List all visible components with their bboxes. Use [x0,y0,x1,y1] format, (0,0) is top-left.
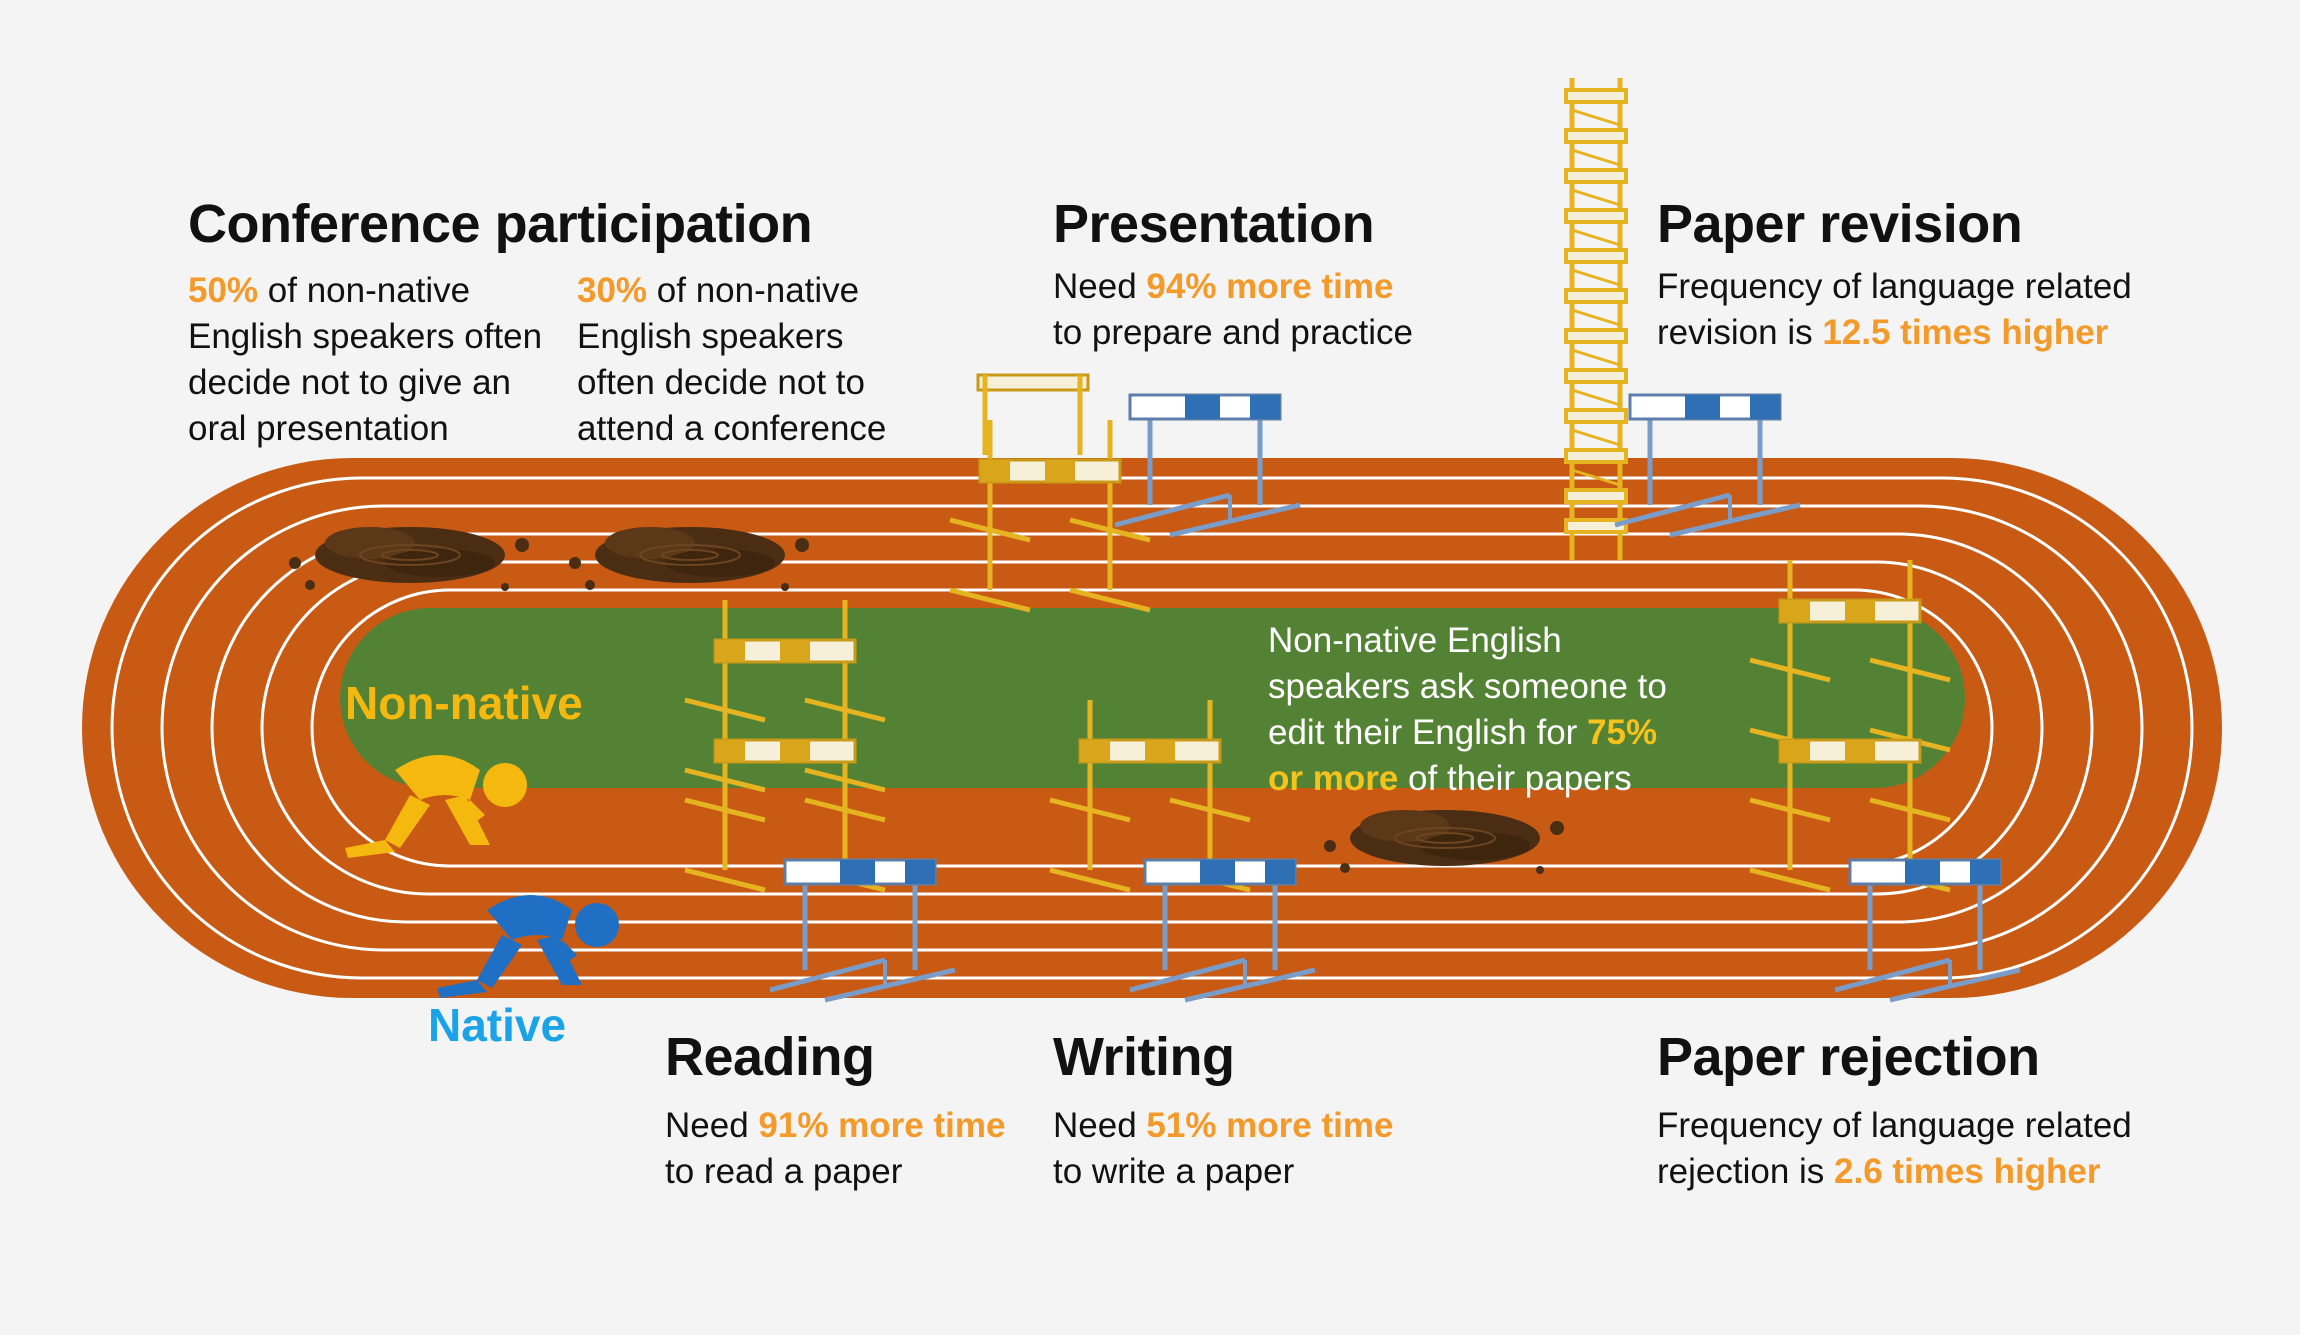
revision-line1: Frequency of language related [1657,267,2132,306]
lane-line [160,504,2144,952]
reading-line2: to read a paper [665,1152,903,1191]
runner-icon [345,755,527,858]
presentation-line2: to prepare and practice [1053,313,1413,352]
presentation-stat: 94% more time [1146,267,1394,306]
rejection-stat: 2.6 times higher [1834,1152,2101,1191]
editing-stat-cont: or more [1268,759,1399,798]
revision-stat: 12.5 times higher [1822,313,2109,352]
conference-col2-line: often decide not to [577,363,865,402]
revision-heading: Paper revision [1657,194,2023,254]
lane-line [260,560,2044,896]
non-native-label: Non-native [345,677,583,729]
revision-text: revision is [1657,313,1823,352]
writing-line2: to write a paper [1053,1152,1295,1191]
conference-stat-1: 50% [188,271,259,310]
rejection-text: rejection is [1657,1152,1835,1191]
conference-col2-line: English speakers [577,317,844,356]
reading-heading: Reading [665,1027,875,1087]
tall-hurdle-tower-icon [1564,78,1628,560]
conference-col2: 30% of non-native English speakers often… [577,268,886,452]
writing-heading: Writing [1053,1027,1235,1087]
editing-line1: Non-native English [1268,621,1562,660]
rejection-line1: Frequency of language related [1657,1106,2132,1145]
conference-col2-line: attend a conference [577,409,887,448]
conference-col1-line: oral presentation [188,409,449,448]
hurdle-icon [976,373,1090,455]
conference-col1: 50% of non-native English speakers often… [188,268,542,452]
rejection-section: Paper rejection Frequency of language re… [1657,1025,2132,1195]
conference-stat-2: 30% [577,271,648,310]
reading-stat: 91% more time [758,1106,1006,1145]
editing-text: edit their English for [1268,713,1588,752]
conference-heading: Conference participation [188,194,813,254]
lane-line [210,532,2094,924]
editing-text-end: of their papers [1398,759,1632,798]
conference-col2-text: of non-native [647,271,860,310]
writing-section: Writing Need 51% more time to write a pa… [1053,1025,1393,1195]
revision-section: Paper revision Frequency of language rel… [1657,192,2132,356]
editing-stat: 75% [1587,713,1658,752]
editing-section: Non-native English speakers ask someone … [1268,618,1667,802]
writing-stat: 51% more time [1146,1106,1394,1145]
native-label: Native [428,999,567,1051]
presentation-section: Presentation Need 94% more time to prepa… [1053,192,1413,356]
reading-text: Need [665,1106,759,1145]
writing-text: Need [1053,1106,1147,1145]
conference-col1-line: decide not to give an [188,363,512,402]
conference-col1-line: English speakers often [188,317,543,356]
presentation-heading: Presentation [1053,194,1375,254]
conference-section: Conference participation [188,192,813,256]
reading-section: Reading Need 91% more time to read a pap… [665,1025,1005,1195]
runner-icon [437,895,619,998]
rejection-heading: Paper rejection [1657,1027,2040,1087]
presentation-text: Need [1053,267,1147,306]
editing-line2: speakers ask someone to [1268,667,1667,706]
conference-col1-text: of non-native [258,271,471,310]
